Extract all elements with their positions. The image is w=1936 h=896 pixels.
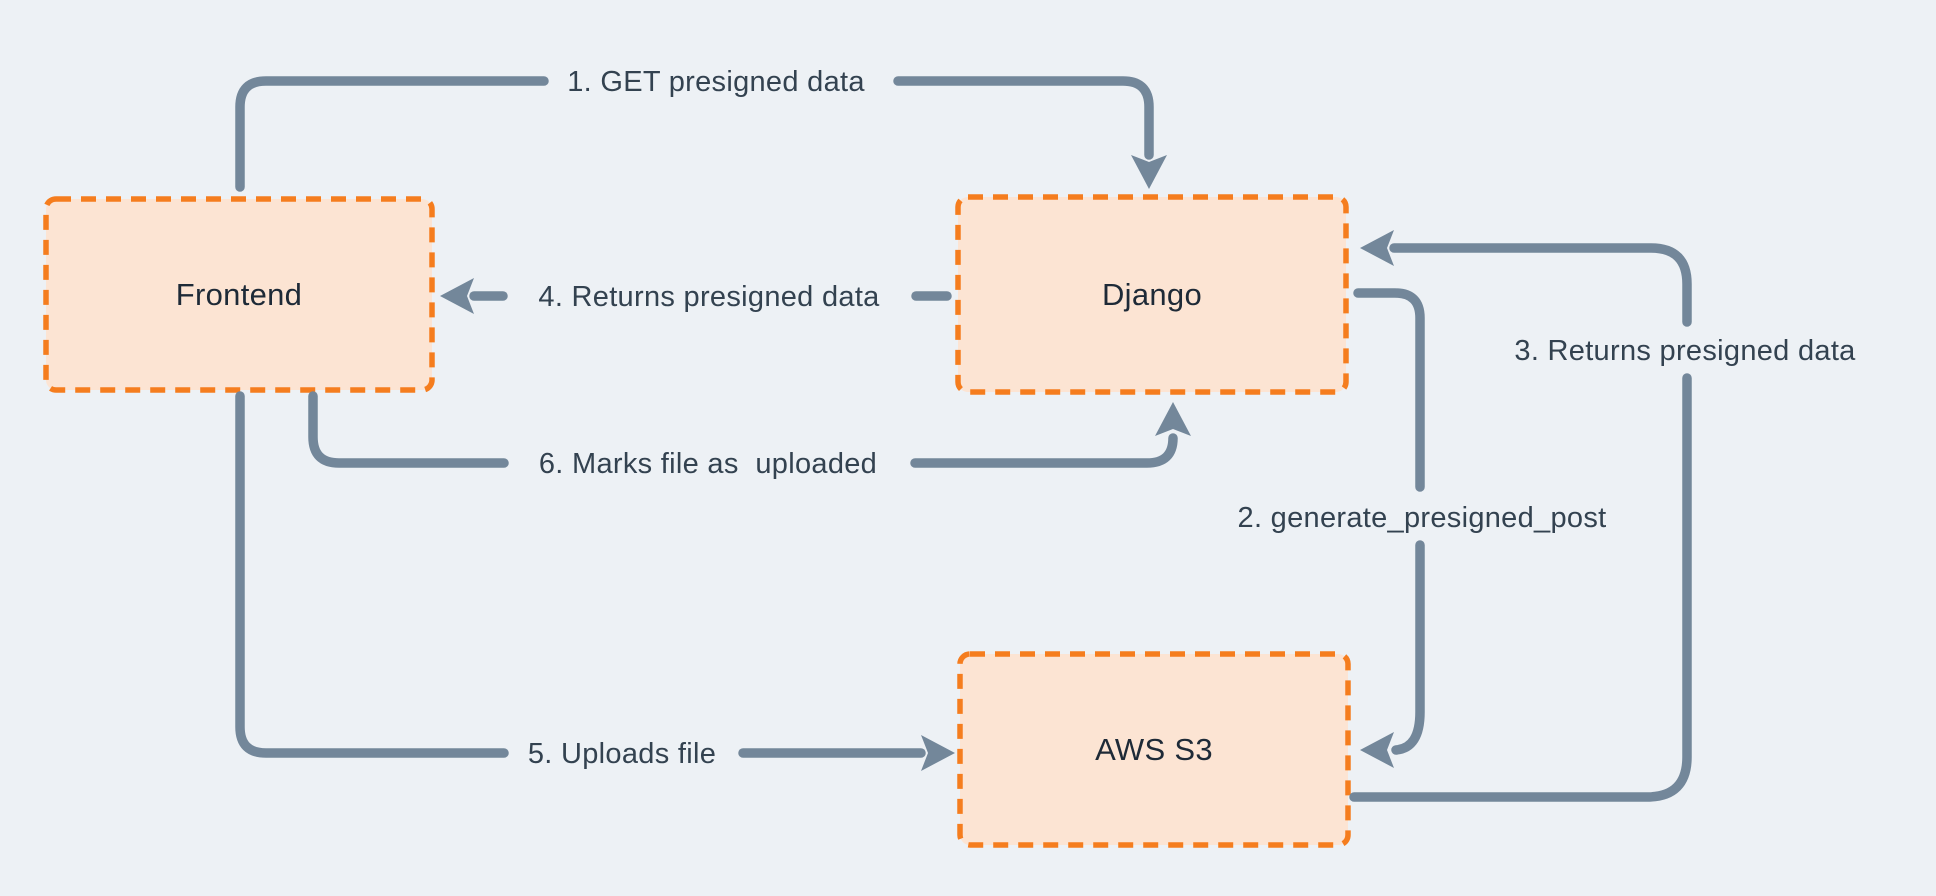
edge-4-returns-presigned-data: 4. Returns presigned data [440,278,952,314]
django-box [955,194,1349,395]
edge-1-segment-right [893,76,1154,160]
django-label: Django [1102,277,1202,312]
edge-3-arrowhead-left-icon [1360,230,1394,266]
edge-2-generate-presigned-post: 2. generate_presigned_post [1238,288,1607,768]
edge-5-segment-left [235,391,509,758]
edge-3-returns-presigned-data: 3. Returns presigned data [1349,230,1856,802]
node-aws-s3: AWS S3 [957,651,1351,848]
aws-s3-box [957,651,1351,848]
frontend-box [43,196,435,393]
edge-5-arrowhead-right-icon [921,735,955,771]
node-django: Django [955,194,1349,395]
edge-2-segment-top [1353,288,1425,492]
edge-1-segment-left [235,76,549,192]
edge-6-segment-left [308,391,509,468]
edge-3-segment-bottom [1349,373,1692,802]
edge-6-segment-right [910,433,1178,468]
edge-4-arrowhead-left-icon [440,278,474,314]
edge-6-label: 6. Marks file as uploaded [539,448,877,480]
edge-3-label: 3. Returns presigned data [1514,335,1856,367]
edge-2-label: 2. generate_presigned_post [1238,502,1607,534]
edge-4-label: 4. Returns presigned data [538,281,880,313]
aws-s3-label: AWS S3 [1095,732,1213,767]
edge-3-segment-top [1389,243,1692,327]
node-frontend: Frontend [43,196,435,393]
edge-6-arrowhead-up-icon [1155,402,1191,436]
edge-1-get-presigned-data: 1. GET presigned data [235,66,1167,192]
frontend-label: Frontend [176,277,302,312]
edge-5-uploads-file: 5. Uploads file [235,391,955,771]
edge-2-segment-bottom [1391,540,1425,755]
edge-6-marks-file-as-uploaded: 6. Marks file as uploaded [308,391,1191,480]
edge-2-arrowhead-left-icon [1360,732,1394,768]
edge-5-label: 5. Uploads file [528,738,716,770]
edge-1-label: 1. GET presigned data [567,66,865,98]
edge-1-arrowhead-down-icon [1131,155,1167,189]
